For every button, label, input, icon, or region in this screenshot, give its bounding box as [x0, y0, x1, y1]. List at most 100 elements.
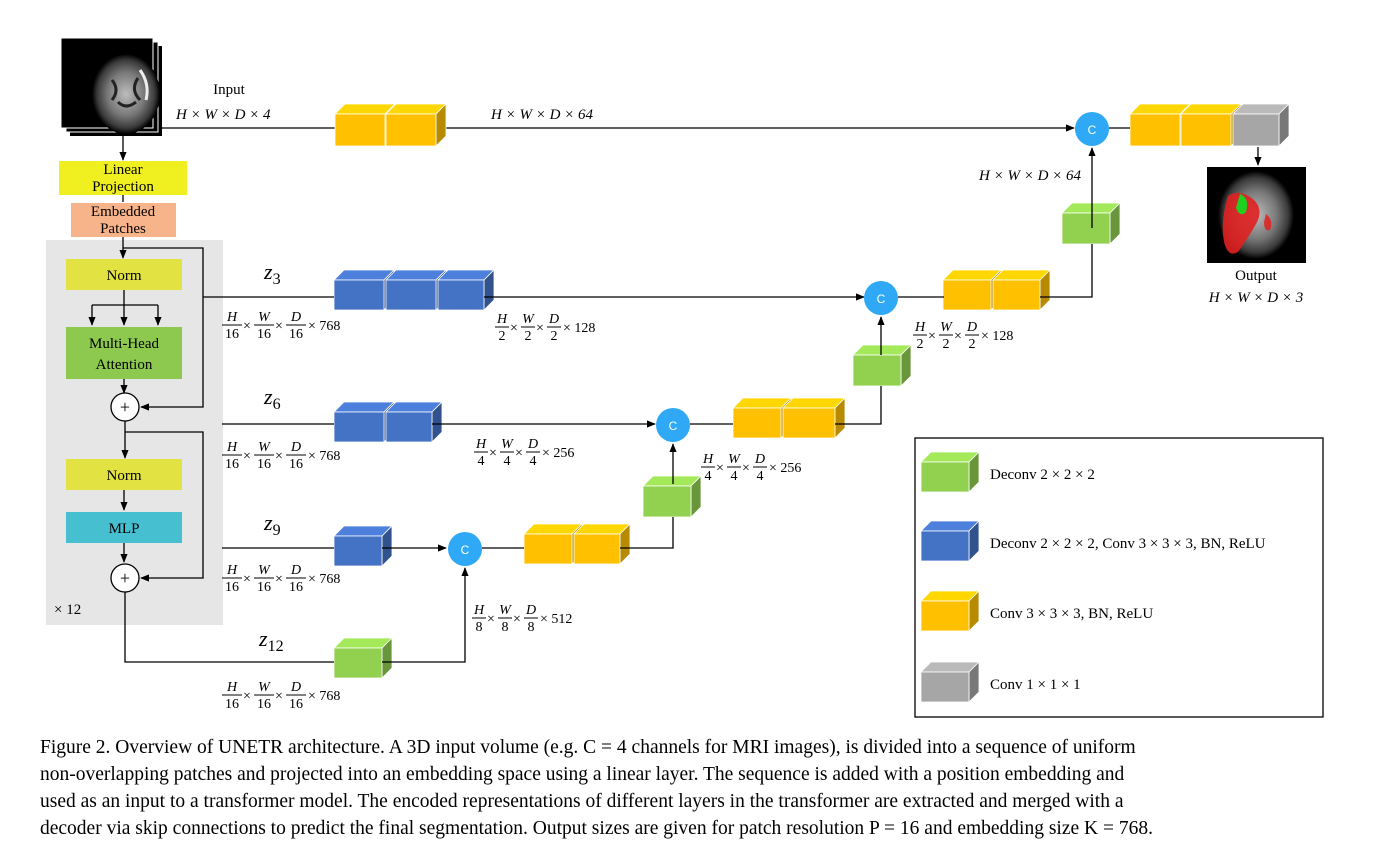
svg-text:H: H	[226, 680, 238, 695]
output-segmentation-image	[1207, 167, 1306, 263]
svg-text:× 768: × 768	[308, 689, 340, 704]
svg-text:W: W	[940, 320, 953, 335]
unetr-diagram: Linear Projection Embedded Patches Norm …	[46, 37, 1324, 718]
concat-node-z3	[864, 281, 898, 315]
mlp-box	[66, 512, 182, 543]
svg-text:×: ×	[275, 449, 283, 464]
input-label: Input	[213, 82, 245, 98]
svg-text:8: 8	[502, 620, 509, 635]
deconv-conv-block-z9	[333, 525, 393, 567]
input-mri-image	[60, 37, 162, 136]
dim-z6-decoder: H4×W4×D4× 256	[474, 437, 574, 469]
svg-text:D: D	[290, 310, 301, 325]
concat-node-top	[1075, 112, 1109, 146]
concat-node-z6	[656, 408, 690, 442]
svg-text:16: 16	[257, 697, 271, 712]
svg-text:+: +	[120, 397, 130, 417]
svg-text:H: H	[475, 437, 487, 452]
legend-item: Conv 3 × 3 × 3, BN, ReLU	[920, 590, 1153, 632]
svg-text:16: 16	[257, 327, 271, 342]
conv-block-d2-2	[992, 269, 1051, 311]
deconv-block-z12	[333, 637, 393, 679]
linear-projection-box	[59, 161, 187, 195]
conv-block-d4-2	[782, 397, 846, 439]
svg-text:× 512: × 512	[540, 612, 572, 627]
conv-block-d4-1	[732, 397, 792, 439]
svg-text:C: C	[669, 419, 678, 433]
multi-head-attention-box	[66, 327, 182, 379]
svg-text:H: H	[226, 563, 238, 578]
dim-z9-decoder: H8×W8×D8× 512	[472, 603, 572, 635]
svg-text:W: W	[522, 312, 535, 327]
svg-text:×: ×	[513, 612, 521, 627]
svg-text:D: D	[548, 312, 559, 327]
dim-d2-output: H2×W2×D2× 128	[913, 320, 1013, 352]
conv-block-d2-1	[942, 269, 1002, 311]
svg-text:2: 2	[499, 329, 506, 344]
svg-text:W: W	[258, 440, 271, 455]
figure-caption: Figure 2. Overview of UNETR architecture…	[40, 734, 1340, 842]
cube-blocks	[333, 103, 1290, 679]
legend-item: Deconv 2 × 2 × 2, Conv 3 × 3 × 3, BN, Re…	[920, 520, 1266, 562]
svg-text:4: 4	[478, 454, 485, 469]
svg-text:C: C	[461, 543, 470, 557]
svg-text:× 768: × 768	[308, 572, 340, 587]
svg-text:H: H	[226, 310, 238, 325]
embedded-patches-box	[71, 203, 176, 237]
deconv-conv-block-z3-3	[437, 269, 495, 311]
svg-text:16: 16	[289, 327, 303, 342]
z3-label: z3	[263, 259, 281, 288]
svg-text:W: W	[258, 680, 271, 695]
svg-text:×: ×	[742, 461, 750, 476]
svg-text:D: D	[290, 680, 301, 695]
svg-text:×: ×	[243, 319, 251, 334]
legend-item: Deconv 2 × 2 × 2	[920, 451, 1095, 493]
dim-z12-tokens: H16×W16×D16× 768	[222, 680, 340, 712]
svg-text:×: ×	[489, 446, 497, 461]
caption-line-4: decoder via skip connections to predict …	[40, 818, 1153, 839]
svg-text:16: 16	[225, 697, 239, 712]
svg-text:H: H	[914, 320, 926, 335]
svg-text:×: ×	[243, 689, 251, 704]
deconv-conv-block-z6-1	[333, 401, 395, 443]
svg-text:H: H	[226, 440, 238, 455]
svg-text:W: W	[258, 563, 271, 578]
svg-text:D: D	[966, 320, 977, 335]
svg-text:16: 16	[225, 457, 239, 472]
svg-text:H: H	[702, 452, 714, 467]
svg-text:2: 2	[917, 337, 924, 352]
svg-text:D: D	[525, 603, 536, 618]
top-skip-dim: H × W × D × 64	[490, 107, 594, 123]
svg-text:×: ×	[515, 446, 523, 461]
svg-text:×: ×	[243, 449, 251, 464]
input-dim: H × W × D × 4	[175, 107, 271, 123]
svg-text:+: +	[120, 568, 130, 588]
svg-text:C: C	[877, 292, 886, 306]
top-right-dim: H × W × D × 64	[978, 168, 1082, 184]
svg-text:× 768: × 768	[308, 319, 340, 334]
legend-label: Deconv 2 × 2 × 2, Conv 3 × 3 × 3, BN, Re…	[990, 536, 1266, 552]
norm-box-2	[66, 459, 182, 490]
svg-text:8: 8	[528, 620, 535, 635]
svg-text:16: 16	[225, 580, 239, 595]
svg-text:2: 2	[525, 329, 532, 344]
svg-text:H: H	[473, 603, 485, 618]
svg-text:× 768: × 768	[308, 449, 340, 464]
svg-text:× 256: × 256	[769, 461, 801, 476]
svg-text:W: W	[728, 452, 741, 467]
caption-line-2: non-overlapping patches and projected in…	[40, 764, 1125, 785]
svg-text:4: 4	[757, 469, 764, 484]
svg-text:4: 4	[731, 469, 738, 484]
svg-text:×: ×	[487, 612, 495, 627]
svg-text:4: 4	[530, 454, 537, 469]
svg-text:×: ×	[243, 572, 251, 587]
z6-label: z6	[263, 384, 281, 413]
deconv-conv-block-z3-1	[333, 269, 395, 311]
dim-z9-tokens: H16×W16×D16× 768	[222, 563, 340, 595]
svg-text:D: D	[527, 437, 538, 452]
conv-block-d8-1	[523, 523, 583, 565]
svg-text:D: D	[290, 563, 301, 578]
concat-node-z9	[448, 532, 482, 566]
deconv-block-d2	[852, 344, 912, 387]
svg-text:16: 16	[289, 457, 303, 472]
